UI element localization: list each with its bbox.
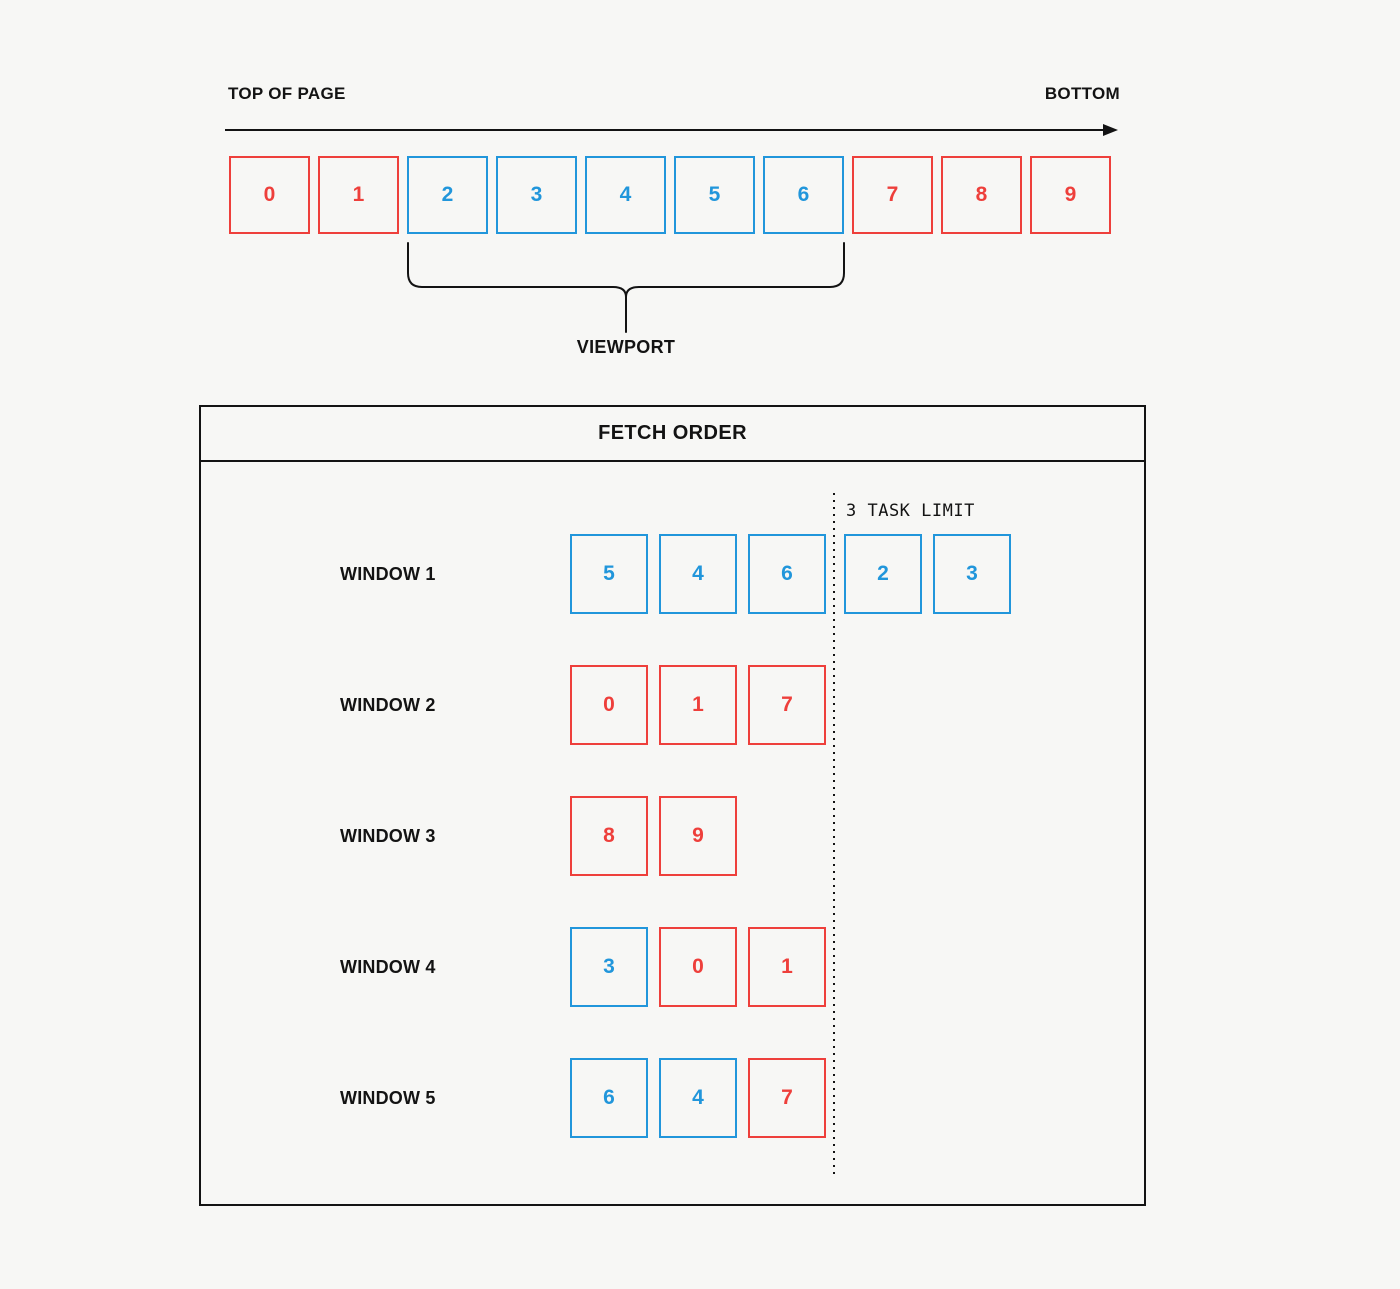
page-chunk-4: 4 [585, 156, 666, 234]
task-limit-divider-line [833, 493, 835, 1175]
page-chunk-9: 9 [1030, 156, 1111, 234]
box-value: 0 [603, 693, 615, 716]
box-value: 3 [603, 955, 615, 978]
fetch-order-header: FETCH ORDER [201, 407, 1144, 462]
box-value: 6 [797, 183, 810, 206]
fetch-box-2: 2 [844, 534, 922, 614]
fetch-box-0: 0 [570, 665, 648, 745]
box-value: 7 [781, 693, 793, 716]
window-boxes: 0 1 7 [570, 665, 826, 745]
box-value: 2 [441, 183, 454, 206]
box-value: 0 [263, 183, 276, 206]
box-value: 9 [692, 824, 704, 847]
page-chunk-0: 0 [229, 156, 310, 234]
fetch-box-4: 4 [659, 1058, 737, 1138]
page-chunk-1: 1 [318, 156, 399, 234]
viewport-label: VIEWPORT [576, 337, 676, 357]
fetch-box-3: 3 [570, 927, 648, 1007]
window-row-2: WINDOW 2 0 1 7 [201, 665, 1144, 745]
box-value: 9 [1064, 183, 1077, 206]
scroll-direction-arrow-icon [225, 124, 1118, 136]
bottom-label: BOTTOM [1044, 84, 1120, 103]
fetch-box-5: 5 [570, 534, 648, 614]
fetch-box-4: 4 [659, 534, 737, 614]
page-chunk-6: 6 [763, 156, 844, 234]
box-value: 2 [877, 562, 889, 585]
window-label: WINDOW 1 [340, 563, 436, 584]
box-value: 3 [530, 183, 543, 206]
page-chunk-8: 8 [941, 156, 1022, 234]
page-chunk-3: 3 [496, 156, 577, 234]
box-value: 1 [781, 955, 793, 978]
window-row-1: WINDOW 1 5 4 6 2 3 [201, 534, 1144, 614]
window-boxes: 6 4 7 [570, 1058, 826, 1138]
box-value: 0 [692, 955, 704, 978]
window-label: WINDOW 5 [340, 1087, 436, 1108]
window-label: WINDOW 2 [340, 694, 436, 715]
window-row-4: WINDOW 4 3 0 1 [201, 927, 1144, 1007]
top-of-page-label: TOP OF PAGE [228, 84, 346, 103]
fetch-box-3: 3 [933, 534, 1011, 614]
box-value: 5 [708, 183, 721, 206]
fetch-box-7: 7 [748, 1058, 826, 1138]
window-boxes: 3 0 1 [570, 927, 826, 1007]
window-label: WINDOW 4 [340, 956, 436, 977]
box-value: 4 [692, 1086, 704, 1109]
page-chunk-2: 2 [407, 156, 488, 234]
window-boxes: 5 4 6 2 3 [570, 534, 1011, 614]
page-chunk-row: 0 1 2 3 4 5 6 7 8 9 [229, 156, 1111, 234]
fetch-box-1: 1 [659, 665, 737, 745]
box-value: 8 [603, 824, 615, 847]
box-value: 4 [619, 183, 632, 206]
viewport-brace [407, 242, 845, 333]
box-value: 6 [603, 1086, 615, 1109]
page-chunk-5: 5 [674, 156, 755, 234]
box-value: 7 [781, 1086, 793, 1109]
box-value: 3 [966, 562, 978, 585]
fetch-box-7: 7 [748, 665, 826, 745]
box-value: 1 [692, 693, 704, 716]
page-chunk-7: 7 [852, 156, 933, 234]
box-value: 8 [975, 183, 988, 206]
box-value: 5 [603, 562, 615, 585]
fetch-box-8: 8 [570, 796, 648, 876]
box-value: 1 [352, 183, 365, 206]
fetch-box-0: 0 [659, 927, 737, 1007]
window-label: WINDOW 3 [340, 825, 436, 846]
fetch-box-6: 6 [748, 534, 826, 614]
fetch-order-title: FETCH ORDER [598, 422, 747, 444]
fetch-box-9: 9 [659, 796, 737, 876]
fetch-box-1: 1 [748, 927, 826, 1007]
box-value: 7 [886, 183, 899, 206]
box-value: 4 [692, 562, 704, 585]
fetch-box-6: 6 [570, 1058, 648, 1138]
window-row-5: WINDOW 5 6 4 7 [201, 1058, 1144, 1138]
task-limit-label: 3 TASK LIMIT [846, 501, 975, 521]
box-value: 6 [781, 562, 793, 585]
